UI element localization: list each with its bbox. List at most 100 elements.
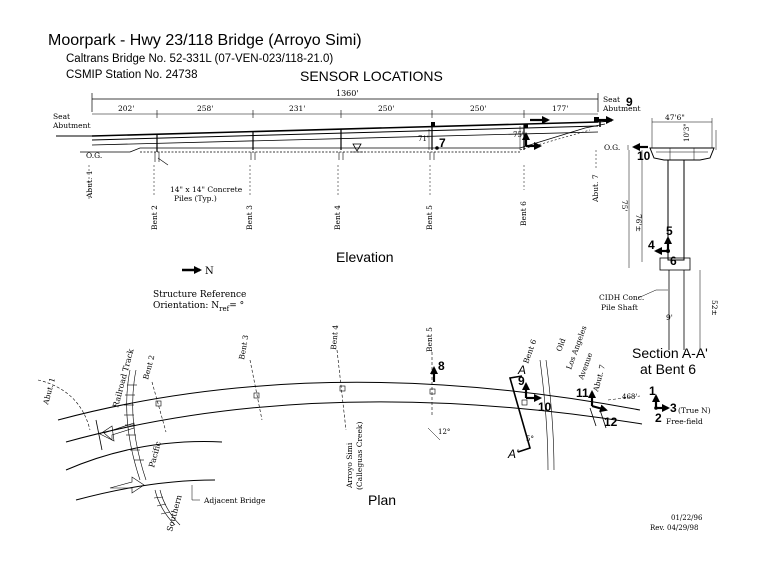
plan-bent-6: Bent 6	[521, 338, 538, 365]
elev-abut-1: Abut. 1	[85, 170, 94, 199]
og-right: O.G.	[604, 143, 620, 152]
date-original: 01/22/96	[671, 514, 703, 522]
revision-block: 01/22/96 Rev. 04/29/98	[650, 514, 703, 532]
elevation-view: 1360' 202' 258' 231' 250' 250' 177' Seat…	[52, 89, 640, 230]
svg-text:6: 6	[670, 254, 677, 268]
elevation-title: Elevation	[336, 249, 394, 265]
adjacent-bridge-bottom	[75, 479, 216, 501]
seat-label-left: Seat	[53, 112, 70, 121]
plan-view: Railroad Track Pacific Southern Abut. 1 …	[37, 324, 711, 533]
orientation-reference: N Structure Reference Orientation: Nref=…	[153, 266, 246, 313]
north-label: N	[205, 266, 214, 277]
angle-5: 5°	[526, 435, 534, 443]
creek-label-2: (Calleguas Creek)	[355, 422, 364, 490]
span-6: 177'	[552, 104, 568, 113]
bridge-deck	[91, 121, 599, 146]
og-left: O.G.	[86, 151, 102, 160]
section-title: Section A-A'	[632, 345, 708, 361]
free-field-sensors: 1 2 3 (True N) Free-field	[649, 384, 711, 426]
elev-abut-7: Abut. 7	[591, 174, 600, 203]
plan-abut-1: Abut. 1	[41, 377, 57, 407]
plan-bent-4: Bent 4	[329, 324, 340, 350]
svg-text:10: 10	[637, 149, 651, 163]
svg-text:8: 8	[438, 359, 445, 373]
dim-71: 71'	[418, 135, 429, 143]
svg-text:11: 11	[576, 386, 589, 400]
dim-75: 75'	[513, 131, 524, 139]
span-5: 250'	[470, 104, 486, 113]
section-height-75: 75'	[620, 200, 629, 212]
seat-label-right: Seat	[603, 95, 620, 104]
sensor-9-elevation: 9	[594, 95, 633, 127]
shaft-note-1: CIDH Conc.	[599, 293, 644, 302]
header: Moorpark - Hwy 23/118 Bridge (Arroyo Sim…	[48, 32, 443, 84]
elev-bent-3: Bent 3	[245, 205, 254, 230]
svg-text:4: 4	[648, 238, 655, 252]
sensor-11: 11	[576, 386, 596, 406]
bridge-number: Caltrans Bridge No. 52-331L (07-VEN-023/…	[66, 53, 333, 65]
adjacent-bridge-top	[65, 441, 223, 471]
sensor-8: 8	[430, 359, 445, 382]
svg-text:9: 9	[626, 95, 633, 109]
pile-note-line2: Piles (Typ.)	[174, 194, 217, 203]
plan-bridge-edge-top	[57, 381, 641, 421]
section-view: 47'6" 10'3" 75' 76'± 52± 9' CIDH Conc. P…	[599, 113, 719, 377]
angle-12: 12°	[438, 428, 450, 436]
span-2: 258'	[197, 104, 213, 113]
sensor-7: 7	[431, 122, 446, 150]
svg-text:3: 3	[670, 401, 677, 415]
sensor-10-section: 10	[627, 143, 651, 163]
true-north-label: (True N)	[678, 406, 711, 415]
orientation-line1: Structure Reference	[153, 290, 246, 300]
section-subtitle: at Bent 6	[640, 361, 696, 377]
southern-label: Southern	[165, 494, 183, 533]
cut-a-prime: A'	[507, 447, 519, 461]
drawing-title: Moorpark - Hwy 23/118 Bridge (Arroyo Sim…	[48, 32, 362, 49]
sensor-10-plan: 10	[526, 394, 552, 414]
abutment-label-right: Abutment	[602, 104, 640, 113]
original-ground: O.G. O.G.	[80, 123, 620, 160]
plan-abut-7: Abut. 7	[591, 363, 607, 393]
plan-bent-5: Bent 5	[425, 327, 434, 352]
abutment-label-left: Abutment	[52, 121, 90, 130]
orientation-line2: Orientation: Nref= °	[153, 301, 244, 313]
shaft-diameter: 9'	[666, 313, 673, 322]
cut-a: A	[517, 363, 526, 377]
elev-bent-4: Bent 4	[333, 205, 342, 230]
section-width: 47'6"	[665, 113, 685, 122]
sensors-4-5-6: 4 5 6	[648, 224, 677, 268]
svg-text:7: 7	[439, 136, 446, 150]
span-4: 250'	[378, 104, 394, 113]
svg-text:9: 9	[518, 374, 525, 388]
elev-bent-6: Bent 6	[519, 201, 528, 226]
shaft-depth: 52±	[710, 300, 719, 316]
sensor-bent6-deck	[522, 116, 550, 150]
svg-text:2: 2	[655, 411, 662, 425]
river-label-1: Old	[554, 337, 567, 353]
svg-text:10: 10	[538, 400, 552, 414]
total-length: 1360'	[336, 89, 359, 98]
plan-title: Plan	[368, 492, 396, 508]
plan-bridge-edge-bottom	[65, 401, 643, 443]
elev-bent-5: Bent 5	[425, 205, 434, 230]
date-revised: Rev. 04/29/98	[650, 524, 698, 532]
sensor-12: 12	[591, 404, 618, 429]
dim-468: 468'	[622, 393, 637, 401]
svg-text:5: 5	[666, 224, 673, 238]
sensor-locations-heading: SENSOR LOCATIONS	[300, 68, 443, 84]
span-3: 231'	[289, 104, 305, 113]
section-height-76: 76'±	[634, 214, 643, 232]
creek-label-1: Arroyo Simi	[345, 442, 354, 489]
pacific-label: Pacific	[147, 440, 163, 469]
adjacent-bridge-label: Adjacent Bridge	[203, 496, 266, 505]
plan-bent-2: Bent 2	[141, 354, 156, 381]
shaft-note-2: Pile Shaft	[601, 303, 638, 312]
plan-bent-3: Bent 3	[237, 334, 250, 360]
section-depth: 10'3"	[683, 123, 691, 142]
river-label-3: Avenue	[576, 351, 595, 382]
svg-text:1: 1	[649, 384, 656, 398]
railroad-label: Railroad Track	[111, 348, 135, 409]
svg-text:12: 12	[604, 415, 618, 429]
station-number: CSMIP Station No. 24738	[66, 69, 197, 81]
